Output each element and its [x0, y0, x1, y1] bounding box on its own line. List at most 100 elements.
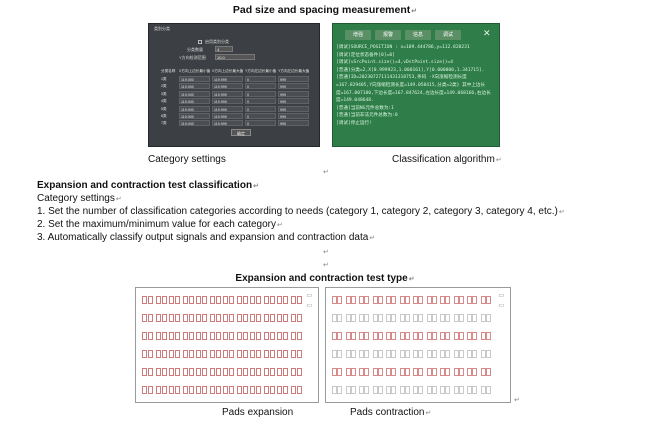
pad — [215, 332, 221, 340]
terminal-button[interactable]: 信息 — [405, 30, 431, 40]
pad — [148, 314, 153, 322]
category-row-label: 5类 — [161, 106, 167, 111]
category-cell: 999 — [278, 120, 309, 127]
count-input[interactable]: 4 — [215, 46, 233, 52]
pad — [467, 386, 472, 394]
enable-checkbox[interactable] — [198, 40, 202, 44]
pad — [386, 368, 391, 376]
pad — [283, 368, 288, 376]
pad — [458, 314, 464, 322]
pad — [386, 332, 391, 340]
terminal-line: [普通]当前NG元件总数为:1 — [336, 105, 394, 111]
legend-pad-icon: ▭ — [306, 303, 312, 309]
pad — [364, 296, 369, 304]
pad — [250, 386, 255, 394]
pad — [467, 350, 472, 358]
pad — [364, 386, 369, 394]
terminal-output: [调试]SOURCE_POSITION : x=109.444786,y=112… — [336, 44, 498, 128]
table-header: Y方向左边长最大值 — [278, 69, 309, 73]
terminal-button[interactable]: 报警 — [375, 30, 401, 40]
pad — [472, 350, 477, 358]
pad — [223, 350, 228, 358]
return-mark: ↵ — [369, 235, 376, 242]
pad — [399, 296, 405, 304]
terminal-line: [普通]分类=2,X[0.999923,1.000161],Y[0.000000… — [336, 67, 485, 73]
pad — [269, 314, 275, 322]
pad — [332, 350, 337, 358]
pad — [332, 332, 337, 340]
category-cell: 119.000 — [179, 83, 210, 90]
pad — [256, 296, 261, 304]
pad — [215, 386, 221, 394]
ok-button[interactable]: 确定 — [231, 129, 251, 136]
pad — [209, 368, 215, 376]
pad — [467, 332, 472, 340]
pad — [399, 314, 405, 322]
pad — [148, 332, 153, 340]
pad — [296, 386, 302, 394]
category-row-label: 3类 — [161, 91, 167, 96]
pad — [364, 368, 369, 376]
pad — [440, 332, 445, 340]
pad — [485, 314, 491, 322]
pad — [155, 314, 161, 322]
pad — [445, 350, 450, 358]
category-cell: 0 — [245, 113, 276, 119]
pad — [404, 332, 410, 340]
pad — [182, 368, 188, 376]
pad — [242, 296, 248, 304]
category-row-label: 6类 — [161, 114, 167, 118]
pad — [277, 386, 282, 394]
pad — [445, 386, 450, 394]
pad — [485, 332, 491, 340]
pad — [269, 350, 275, 358]
pad — [202, 332, 207, 340]
terminal-line: [普通]ID=20230727111431318753,条码 -X向涨缩检测长度 — [336, 75, 467, 81]
pad — [372, 314, 378, 322]
pad — [290, 368, 296, 376]
pad — [290, 314, 296, 322]
range-input[interactable]: 10.0 — [215, 54, 255, 60]
enable-checkbox-label: 启用类别分类 — [205, 39, 229, 44]
pad — [175, 386, 180, 394]
terminal-button[interactable]: 调试 — [435, 30, 461, 40]
pad — [332, 368, 337, 376]
pad — [399, 386, 405, 394]
close-icon[interactable]: ✕ — [483, 28, 491, 38]
pad — [418, 368, 423, 376]
terminal-line: 度=149.048648. — [336, 98, 374, 104]
table-header: Y方向左边长最小值 — [245, 69, 276, 73]
category-cell: 999 — [278, 105, 309, 112]
pad-size-title-text: Pad size and spacing measurement — [232, 4, 411, 16]
pad — [155, 368, 161, 376]
pad — [418, 314, 423, 322]
pad — [296, 332, 302, 340]
pad — [418, 332, 423, 340]
pad — [296, 296, 302, 304]
pad — [175, 314, 180, 322]
category-cell: 0 — [245, 83, 276, 90]
category-row-label: 7类 — [161, 121, 167, 126]
pad — [485, 386, 491, 394]
pad — [229, 296, 234, 304]
pad — [236, 350, 242, 358]
pad — [413, 332, 418, 340]
pad — [386, 314, 391, 322]
pad — [413, 386, 418, 394]
pad — [161, 368, 167, 376]
pad — [345, 368, 351, 376]
pad — [480, 332, 486, 340]
pad — [332, 386, 337, 394]
pad — [426, 332, 432, 340]
pad — [445, 296, 450, 304]
step-2: 2. Set the maximum/minimum value for eac… — [37, 219, 283, 230]
pad — [283, 350, 288, 358]
pad — [332, 296, 337, 304]
pad — [337, 332, 342, 340]
category-cell: 119.999 — [212, 98, 243, 105]
pad — [188, 368, 194, 376]
classification-heading: Expansion and contraction test classific… — [37, 180, 259, 191]
terminal-button[interactable]: 增强 — [345, 30, 371, 40]
pad — [413, 314, 418, 322]
pad — [345, 386, 351, 394]
